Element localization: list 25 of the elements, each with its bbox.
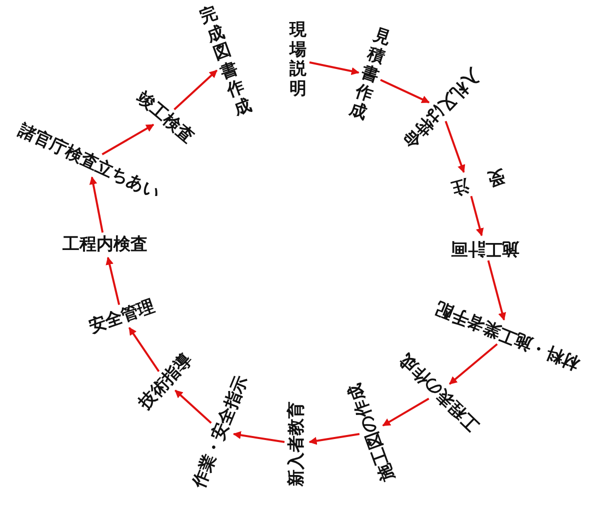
arrow — [106, 256, 120, 305]
arrow — [308, 433, 360, 445]
arrow — [309, 61, 360, 76]
step-label: 安全管理 — [86, 297, 158, 337]
arrow — [174, 390, 212, 424]
step-label: 施工計画 — [451, 238, 519, 258]
arrow — [174, 70, 218, 110]
arrow — [232, 431, 285, 444]
step-label: 入札又は特命 — [398, 64, 484, 152]
arrow — [89, 176, 104, 233]
step-label: 工程内検査 — [62, 236, 148, 254]
step-label: 完成図書作成 — [198, 4, 254, 120]
arrow — [449, 343, 498, 385]
step-label: 受注 — [429, 165, 507, 203]
arrow — [380, 78, 430, 104]
arrow — [102, 124, 154, 156]
arrow — [444, 120, 466, 173]
arrow — [382, 398, 430, 426]
arrow — [487, 260, 506, 321]
step-label: 現場説明 — [290, 20, 306, 100]
step-label: 見積書作成 — [346, 26, 394, 124]
step-label: 新入者教育 — [288, 402, 306, 486]
arrow — [128, 327, 160, 372]
arrow — [470, 196, 484, 236]
step-label: 施工図の作成 — [346, 380, 398, 484]
